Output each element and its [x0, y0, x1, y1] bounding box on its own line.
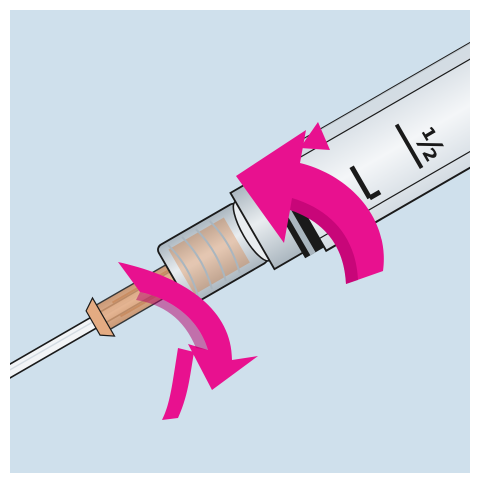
syringe-illustration: ½	[0, 0, 480, 483]
illustration-svg: ½	[0, 0, 480, 483]
